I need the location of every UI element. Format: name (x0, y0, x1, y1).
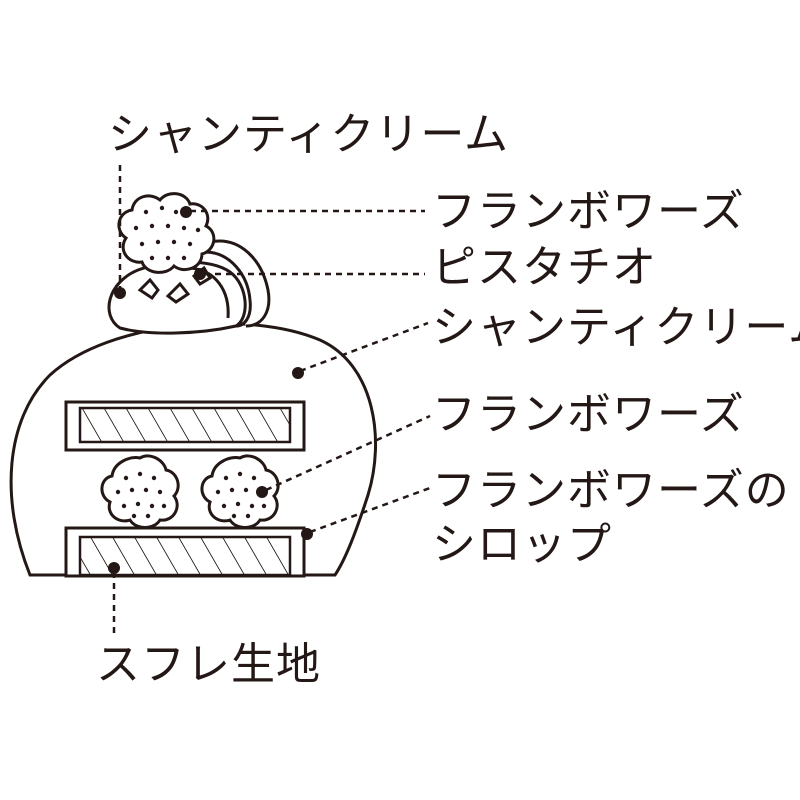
label-topping-framboise: フランボワーズ (432, 186, 745, 237)
cream-dome-dot (292, 367, 304, 379)
raspberry-middle-right (200, 454, 280, 529)
syrup-dot (301, 528, 313, 540)
label-pistachio: ピスタチオ (432, 242, 657, 293)
leader-framboise-mid (265, 414, 431, 492)
label-souffle-sponge: スフレ生地 (96, 639, 321, 690)
leader-cream-right (299, 321, 429, 373)
label-top-chantilly-cream: シャンティクリーム (108, 109, 510, 160)
raspberry-topping (117, 192, 216, 274)
sponge-layer-top-inner (78, 406, 292, 444)
souffle-dot (108, 562, 120, 574)
label-framboise-syrup-line1: フランボワーズの (432, 465, 790, 516)
raspberry-middle-dot (256, 486, 268, 498)
pistachio-pieces (137, 265, 213, 304)
label-chantilly-cream: シャンティクリーム (432, 302, 800, 353)
pistachio-dot (194, 268, 206, 280)
top-cream-dot (114, 287, 126, 299)
raspberry-topping-dot (180, 206, 192, 218)
label-framboise-syrup-line2: シロップ (432, 519, 612, 570)
label-middle-framboise: フランボワーズ (432, 389, 745, 440)
raspberry-middle-left (100, 454, 180, 529)
